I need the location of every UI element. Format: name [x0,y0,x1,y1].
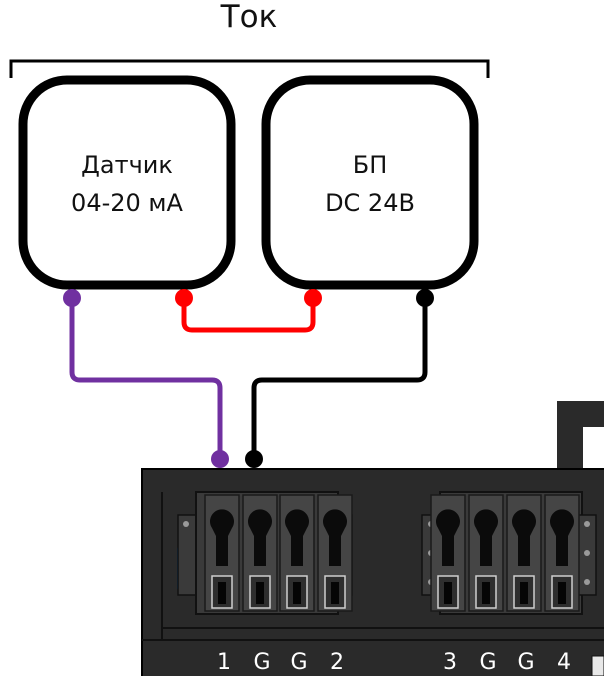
power-supply-label-line2: DC 24В [325,189,415,217]
terminal-slot [430,494,466,612]
screw-head-icon [323,509,348,566]
screw-head-icon [550,509,574,566]
screw-head-icon [210,509,234,566]
terminal-slot [204,494,240,612]
psu-positive-terminal-dot [304,289,322,307]
diagram-title: Ток [220,0,278,35]
terminal-label-g: G [479,650,496,675]
sensor-positive-terminal-dot [175,289,193,307]
terminal-label-g: G [290,650,307,675]
sensor-signal-terminal-dot [63,289,81,307]
terminal-label-4: 4 [557,650,571,675]
screw-head-icon [285,509,309,566]
terminal-slot [468,494,504,612]
screw-head-icon [512,509,537,566]
sensor-label-line2: 04-20 мА [71,189,183,217]
positive-wire [181,298,316,333]
terminal-label-1: 1 [217,650,231,675]
device-input-g-dot [245,450,263,468]
power-supply-label-line1: БП [353,151,388,179]
signal-wire [69,298,223,459]
screw-head-icon [474,509,498,566]
sensor-label-line1: Датчик [81,151,173,179]
title-bracket [9,59,490,78]
terminal-label-2: 2 [330,650,344,675]
power-supply-box [261,75,479,290]
device-mount-bracket [557,401,604,470]
terminal-label-g: G [253,650,270,675]
terminal-slot [279,494,315,612]
negative-wire [251,298,428,459]
device-input-1-dot [211,450,229,468]
bottom-connector [591,655,604,676]
screw-head-icon [248,509,273,566]
terminal-slot [544,494,580,612]
terminal-slot [506,494,542,612]
terminal-label-3: 3 [443,650,457,675]
screw-head-icon [436,509,460,566]
sensor-box [18,75,236,290]
terminal-slot [242,494,278,612]
terminal-slot [317,494,353,612]
psu-negative-terminal-dot [416,289,434,307]
terminal-label-g: G [517,650,534,675]
